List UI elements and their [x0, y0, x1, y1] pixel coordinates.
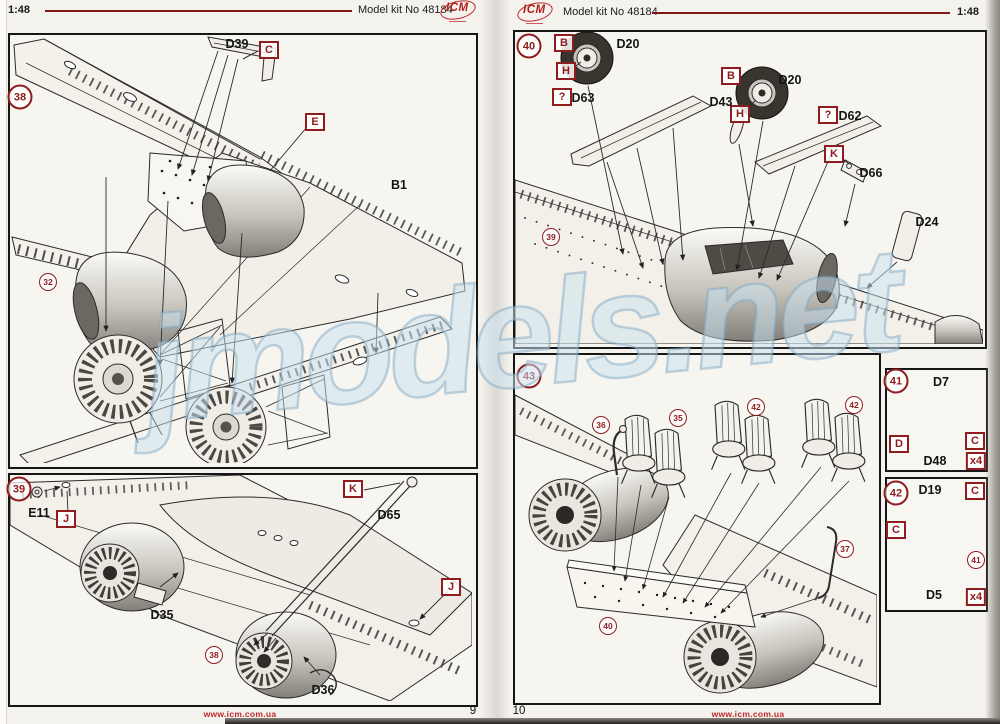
scan-left-edge [0, 0, 7, 724]
icm-logo-tagline [526, 22, 543, 24]
scan-bottom-shadow [225, 718, 1000, 724]
page-number-left: 9 [469, 705, 477, 717]
part-label-d35: D35 [150, 608, 174, 622]
step41-inset-number: 41 [883, 368, 909, 394]
right-header-rule [652, 12, 950, 14]
step42-ref41: 41 [967, 551, 985, 569]
page-gutter [478, 0, 513, 724]
scan-right-edge [985, 0, 1000, 724]
quantity-box-inset41: x4 [965, 452, 987, 470]
icm-logo-left: ICM [438, 0, 478, 23]
part-label-d63: D63 [571, 91, 595, 105]
part-label-d65: D65 [377, 508, 401, 522]
step39-number: 39 [6, 476, 32, 502]
quantity-box-inset42: x4 [965, 588, 987, 606]
part-box-b-right-step40: B [721, 67, 741, 85]
step39-wing-cowlings-illustration [10, 475, 472, 701]
icm-logo-text: ICM [523, 4, 546, 16]
part-box-e-step38: E [305, 113, 325, 131]
part-label-d5: D5 [926, 588, 942, 602]
part-box-unknown-right-step40: ? [818, 106, 838, 124]
right-kit-number: Model kit No 48184 [563, 6, 658, 18]
part-label-d39: D39 [225, 37, 249, 51]
page-number-right: 10 [512, 705, 526, 717]
icm-logo-tagline [449, 20, 466, 22]
part-box-d-inset41: D [889, 435, 909, 453]
part-box-b-left-step40: B [554, 34, 574, 52]
step43-ref37: 37 [836, 540, 854, 558]
left-header-rule [45, 10, 352, 12]
step42-inset-number: 42 [883, 480, 909, 506]
part-label-d19: D19 [918, 483, 942, 497]
part-label-e11: E11 [28, 506, 50, 520]
step43-ref42a: 42 [747, 398, 765, 416]
part-label-d43: D43 [709, 95, 733, 109]
part-label-d24: D24 [915, 215, 939, 229]
website-url-right: www.icm.com.ua [711, 709, 785, 719]
website-url-left: www.icm.com.ua [203, 709, 277, 719]
part-box-c-top-inset42: C [965, 482, 985, 500]
step43-seats-floor-illustration [515, 394, 877, 694]
part-label-d62: D62 [838, 109, 862, 123]
part-box-j-left-step39: J [56, 510, 76, 528]
right-scale-label: 1:48 [957, 6, 980, 18]
part-box-h-left-step40: H [556, 62, 576, 80]
step40-number: 40 [516, 33, 542, 59]
step43-ref42b: 42 [845, 396, 863, 414]
part-box-unknown-left-step40: ? [552, 88, 572, 106]
part-label-d20-left: D20 [616, 37, 640, 51]
part-label-d7: D7 [933, 375, 949, 389]
step40-ref39: 39 [542, 228, 560, 246]
part-label-d36: D36 [311, 683, 335, 697]
part-box-c-inset41: C [965, 432, 985, 450]
part-box-j-right-step39: J [441, 578, 461, 596]
step43-ref35: 35 [669, 409, 687, 427]
part-box-k-step40: K [824, 145, 844, 163]
step43-number: 43 [516, 363, 542, 389]
step39-ref38: 38 [205, 646, 223, 664]
part-box-c-left-inset42: C [886, 521, 906, 539]
step38-wing-assembly-illustration [11, 36, 466, 463]
left-kit-number: Model kit No 48184 [358, 4, 453, 16]
icm-logo-right: ICM [515, 0, 555, 25]
part-label-b1: B1 [391, 178, 407, 192]
part-label-d48: D48 [923, 454, 947, 468]
part-label-d66: D66 [859, 166, 883, 180]
step43-ref36: 36 [592, 416, 610, 434]
part-box-h-mid-step40: H [730, 105, 750, 123]
step43-ref40: 40 [599, 617, 617, 635]
step38-number: 38 [7, 84, 33, 110]
part-box-k-step39: K [343, 480, 363, 498]
left-scale-label: 1:48 [8, 4, 31, 16]
icm-logo-text: ICM [446, 2, 469, 14]
part-label-d20-right: D20 [778, 73, 802, 87]
step40-wheel-bay-illustration [515, 32, 983, 344]
part-box-c-step38: C [259, 41, 279, 59]
step38-ref32: 32 [39, 273, 57, 291]
